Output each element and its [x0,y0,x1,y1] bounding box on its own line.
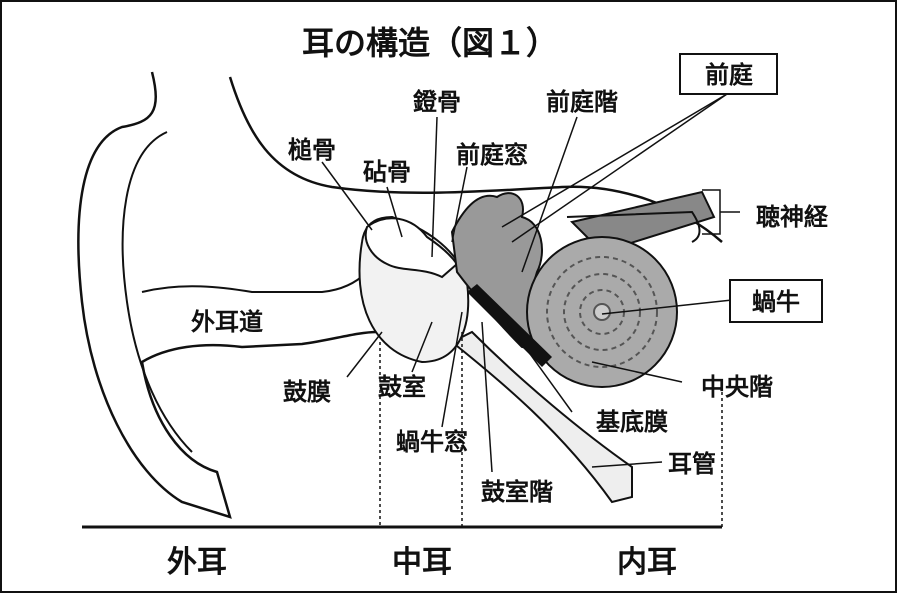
section-inner-ear: 内耳 [617,545,677,580]
label-incus: 砧骨 [363,158,411,186]
label-cochlea: 蝸牛 [752,288,800,316]
nerve-canal [566,210,701,243]
label-round-window: 蝸牛窓 [396,428,468,456]
label-scala-vestibuli: 前庭階 [546,88,618,116]
concha [141,271,368,293]
label-stapes: 鐙骨 [413,88,461,116]
label-tympanic-cavity: 鼓室 [378,373,426,401]
label-eardrum: 鼓膜 [283,378,331,406]
skull-outline [228,76,723,243]
label-eustachian-tube: 耳管 [668,450,716,478]
label-vestibule: 前庭 [705,61,753,89]
leader-lines [321,93,740,473]
section-outer-ear: 外耳 [167,545,227,580]
diagram-title: 耳の構造（図１） [302,24,558,62]
cochlea-label-box [729,279,823,323]
label-oval-window: 前庭窓 [456,141,528,169]
label-scala-media: 中央階 [701,373,773,401]
label-ear-canal: 外耳道 [191,308,263,336]
eustachian-tube [450,330,633,504]
vestibule-label-box [679,53,778,95]
pinna-inner [121,131,193,453]
label-auditory-nerve: 聴神経 [756,203,829,231]
label-scala-tympani: 鼓室階 [481,478,553,506]
label-basilar-membrane: 基底膜 [596,408,668,436]
section-middle-ear: 中耳 [392,545,452,580]
pinna [77,71,378,519]
cochlea-spiral [526,236,678,388]
label-malleus: 槌骨 [288,136,336,164]
